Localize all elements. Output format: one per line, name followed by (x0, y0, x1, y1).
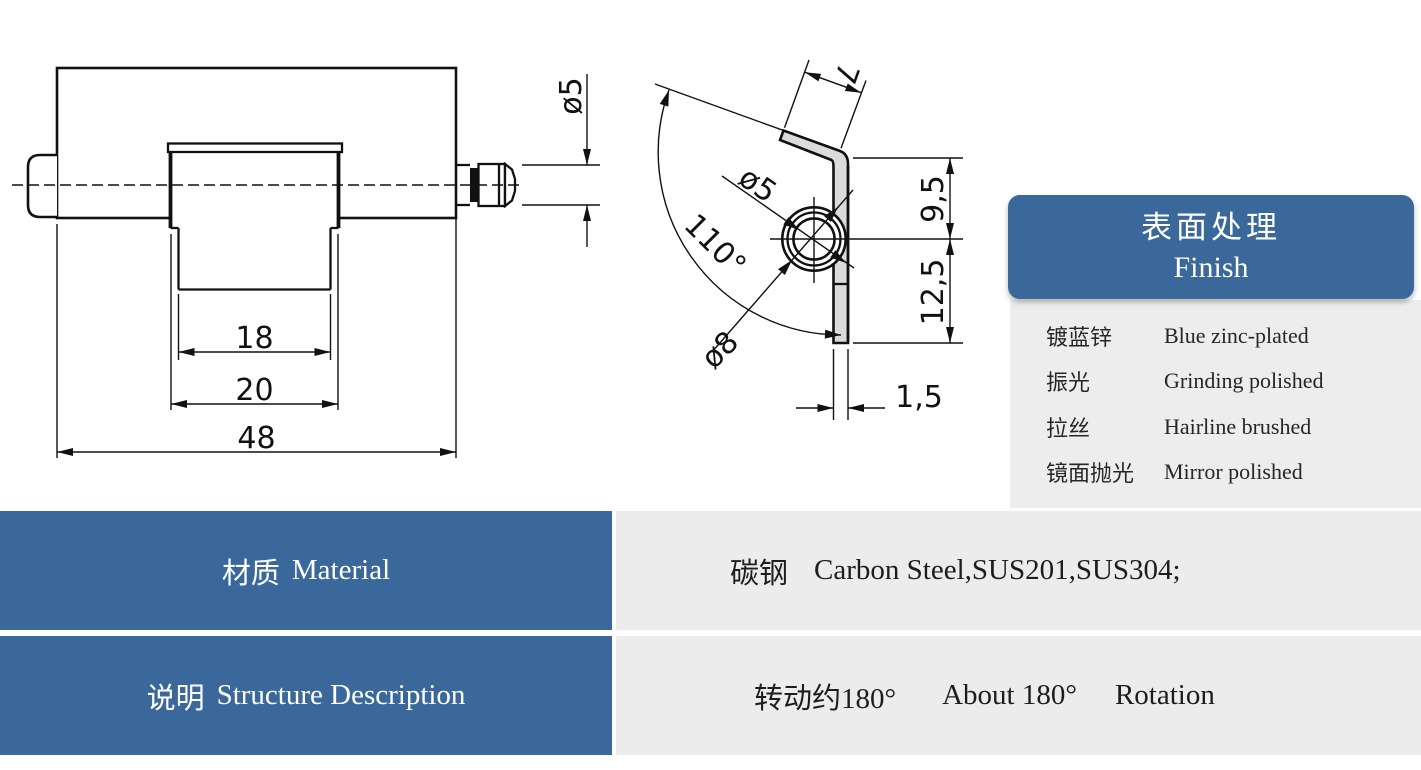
dim-20: 20 (235, 373, 273, 408)
finish-en: Blue zinc-plated (1164, 322, 1309, 348)
finish-cn: 拉丝 (1046, 415, 1091, 441)
leaf-upper (170, 150, 339, 228)
finish-cn: 振光 (1046, 370, 1091, 396)
material-value-cell: 碳钢 Carbon Steel,SUS201,SUS304; (616, 511, 1421, 630)
finish-row-hairline: 拉丝 Hairline brushed (1046, 411, 1421, 443)
finish-en: Hairline brushed (1164, 413, 1312, 439)
finish-title-en: Finish (1173, 251, 1249, 285)
side-view-drawing: ø5 ø8 110° 7 9,5 12,5 (654, 58, 963, 420)
finish-panel-header: 表面处理 Finish (1008, 195, 1414, 299)
dim-7: 7 (826, 58, 865, 88)
dim-dia5-front: ø5 (554, 77, 589, 114)
dim-9-5: 9,5 (916, 175, 951, 223)
dim-12-5: 12,5 (916, 259, 951, 326)
dim-angle-110: 110° (677, 207, 753, 283)
front-view-drawing: ø5 18 20 48 (12, 66, 600, 458)
description-value-cn: 转动约180° (754, 682, 897, 715)
finish-cn: 镀蓝锌 (1046, 324, 1113, 350)
pin-head (26, 153, 57, 219)
dim-48: 48 (237, 421, 275, 456)
dim-1-5: 1,5 (895, 380, 943, 415)
material-label-cell: 材质 Material (0, 511, 612, 630)
description-value-en1: About 180° (942, 679, 1077, 711)
finish-row-mirror: 镜面抛光 Mirror polished (1046, 456, 1421, 488)
pin-washer (470, 168, 479, 202)
leaf-lip (166, 142, 344, 154)
finish-en: Grinding polished (1164, 368, 1324, 394)
finish-cn: 镜面抛光 (1046, 461, 1135, 487)
description-label-cn: 说明 (146, 682, 205, 715)
description-label-cell: 说明 Structure Description (0, 636, 612, 755)
material-label-cn: 材质 (221, 557, 280, 590)
material-value-en: Carbon Steel,SUS201,SUS304; (814, 554, 1181, 586)
dim-18: 18 (235, 321, 273, 356)
description-value-en2: Rotation (1114, 679, 1215, 711)
dim-dia8: ø8 (695, 325, 746, 376)
description-value-cell: 转动约180° About 180° Rotation (616, 636, 1421, 755)
finish-row-grinding: 振光 Grinding polished (1046, 365, 1421, 397)
dim-dia5-side: ø5 (732, 160, 783, 210)
material-value-cn: 碳钢 (730, 557, 789, 590)
finish-en: Mirror polished (1164, 459, 1303, 485)
material-label-en: Material (291, 554, 391, 586)
description-label-en: Structure Description (216, 679, 466, 711)
finish-title-cn: 表面处理 (1141, 209, 1281, 245)
finish-row-blue-zinc: 镀蓝锌 Blue zinc-plated (1046, 320, 1421, 352)
finish-panel-body: 镀蓝锌 Blue zinc-plated 振光 Grinding polishe… (1010, 300, 1421, 508)
